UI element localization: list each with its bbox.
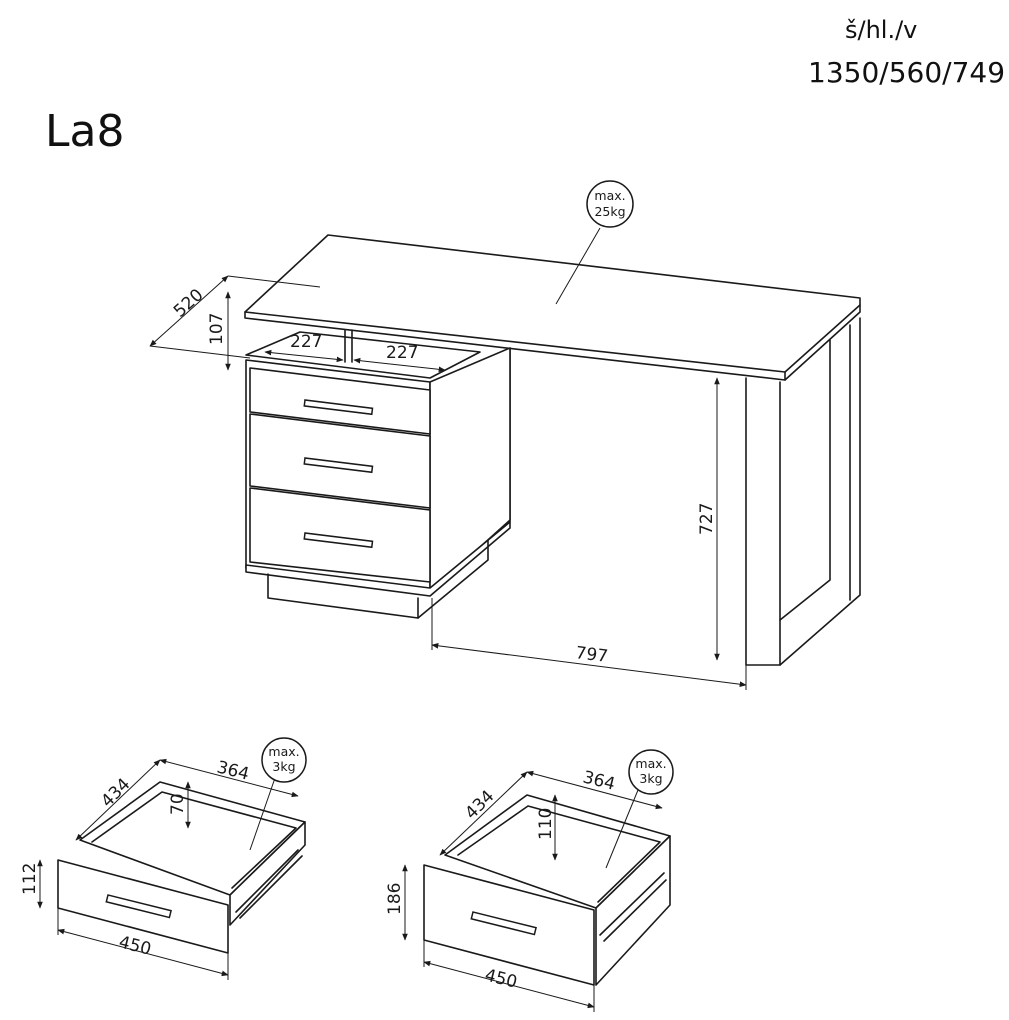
model-title: La8 [45,106,124,157]
desk-top-height-dim: 107 [207,313,227,345]
large-drawer-front-width-dim: 450 [483,965,519,992]
desk-height-dim: 727 [697,503,717,535]
small-drawer-front-width-dim: 450 [117,932,153,959]
desk-drawer-right-dim: 227 [386,343,418,363]
large-badge-line2: 3kg [639,771,662,786]
small-badge-line2: 3kg [272,759,295,774]
small-badge-line1: max. [268,744,299,759]
dimensions-value: 1350/560/749 [808,56,1005,89]
small-drawer-illustration [37,758,306,980]
desk-badge-line2: 25kg [594,204,625,219]
large-drawer-front-height-dim: 186 [385,883,405,915]
desk-badge-line1: max. [594,188,625,203]
small-drawer-inner-width-dim: 364 [215,757,251,784]
large-drawer-load-badge: max. 3kg [628,749,674,795]
small-drawer-front-height-dim: 112 [20,863,40,895]
small-drawer-inner-height-dim: 70 [168,793,188,815]
small-drawer-load-badge: max. 3kg [261,737,307,783]
large-drawer-inner-height-dim: 110 [536,808,556,840]
desk-drawer-left-dim: 227 [290,332,322,352]
desk-load-badge: max. 25kg [586,180,634,228]
large-drawer-illustration [402,770,671,1012]
large-badge-line1: max. [635,756,666,771]
large-drawer-depth-dim: 434 [461,786,498,823]
desk-clearance-dim: 797 [574,643,609,667]
desk-illustration [149,227,861,690]
large-drawer-inner-width-dim: 364 [581,767,617,794]
desk-depth-dim: 520 [170,285,207,322]
dimensions-label: š/hl./v [845,16,917,44]
